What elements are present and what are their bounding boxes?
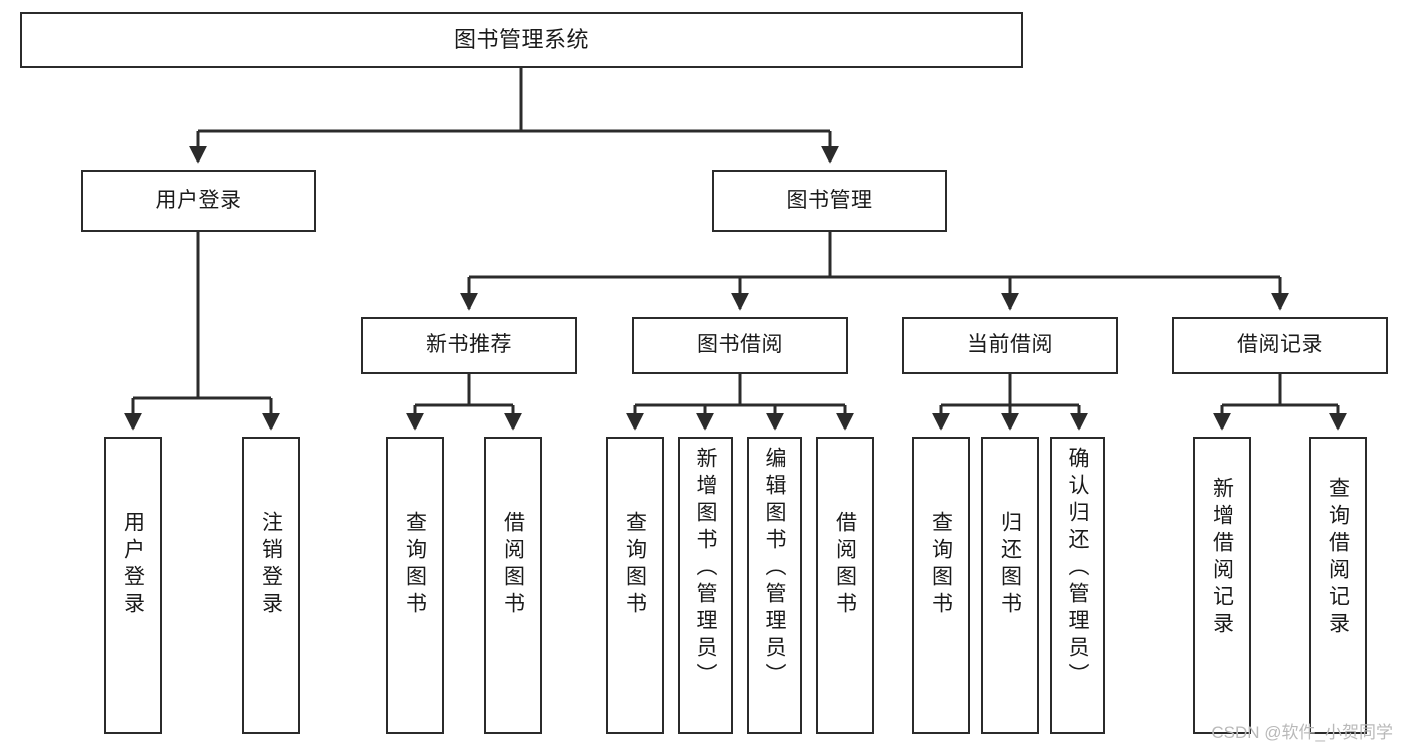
- node-leaf-borrow-book-2[interactable]: 借阅图书: [816, 437, 874, 734]
- node-book-borrow[interactable]: 图书借阅: [632, 317, 848, 374]
- node-leaf-add-record-label: 新增借阅记录: [1210, 477, 1234, 639]
- node-current-borrow-label: 当前借阅: [967, 333, 1053, 357]
- node-leaf-edit-book-label: 编辑图书（管理员）: [763, 447, 786, 690]
- node-book-manage[interactable]: 图书管理: [712, 170, 947, 232]
- node-leaf-confirm-return[interactable]: 确认归还（管理员）: [1050, 437, 1105, 734]
- node-new-book-recommend[interactable]: 新书推荐: [361, 317, 577, 374]
- node-leaf-confirm-return-label: 确认归还（管理员）: [1066, 447, 1089, 690]
- node-leaf-user-login[interactable]: 用户登录: [104, 437, 162, 734]
- csdn-watermark: CSDN @软件_小贺同学: [1211, 723, 1393, 742]
- node-leaf-query-book-1[interactable]: 查询图书: [386, 437, 444, 734]
- node-user-login[interactable]: 用户登录: [81, 170, 316, 232]
- node-leaf-query-record[interactable]: 查询借阅记录: [1309, 437, 1367, 734]
- node-leaf-borrow-book-1[interactable]: 借阅图书: [484, 437, 542, 734]
- node-user-login-label: 用户登录: [155, 188, 242, 212]
- node-leaf-logout-login-label: 注销登录: [259, 511, 283, 619]
- node-leaf-return-book[interactable]: 归还图书: [981, 437, 1039, 734]
- node-borrow-record[interactable]: 借阅记录: [1172, 317, 1388, 374]
- node-leaf-query-book-1-label: 查询图书: [403, 511, 427, 619]
- node-leaf-return-book-label: 归还图书: [998, 511, 1022, 619]
- node-book-manage-label: 图书管理: [786, 188, 873, 212]
- node-borrow-record-label: 借阅记录: [1237, 333, 1323, 357]
- node-current-borrow[interactable]: 当前借阅: [902, 317, 1118, 374]
- node-leaf-query-book-2-label: 查询图书: [623, 511, 647, 619]
- node-leaf-query-book-2[interactable]: 查询图书: [606, 437, 664, 734]
- node-new-book-recommend-label: 新书推荐: [426, 333, 512, 357]
- node-leaf-add-book[interactable]: 新增图书（管理员）: [678, 437, 733, 734]
- node-root-label: 图书管理系统: [453, 27, 589, 53]
- node-root[interactable]: 图书管理系统: [20, 12, 1023, 68]
- node-leaf-query-book-3-label: 查询图书: [929, 511, 953, 619]
- node-leaf-borrow-book-2-label: 借阅图书: [833, 511, 857, 619]
- node-leaf-user-login-label: 用户登录: [121, 511, 145, 619]
- node-leaf-query-book-3[interactable]: 查询图书: [912, 437, 970, 734]
- node-leaf-query-record-label: 查询借阅记录: [1326, 477, 1350, 639]
- node-leaf-add-book-label: 新增图书（管理员）: [694, 447, 717, 690]
- node-book-borrow-label: 图书借阅: [697, 333, 783, 357]
- node-leaf-add-record[interactable]: 新增借阅记录: [1193, 437, 1251, 734]
- node-leaf-edit-book[interactable]: 编辑图书（管理员）: [747, 437, 802, 734]
- node-leaf-logout-login[interactable]: 注销登录: [242, 437, 300, 734]
- node-leaf-borrow-book-1-label: 借阅图书: [501, 511, 525, 619]
